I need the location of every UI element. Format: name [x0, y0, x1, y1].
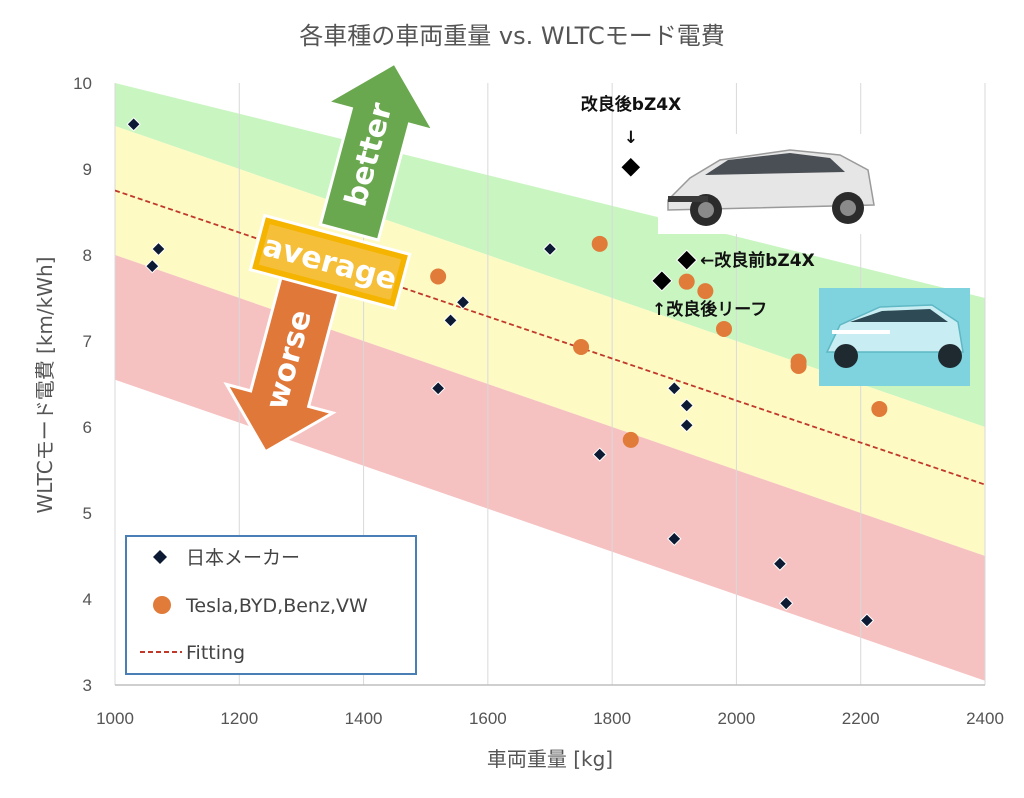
x-axis-title: 車両重量 [kg] [487, 747, 613, 771]
highlight-point [676, 249, 698, 271]
chart-title: 各車種の車両重量 vs. WLTCモード電費 [299, 22, 724, 50]
annotation-bz4x-after: 改良後bZ4X [581, 94, 681, 115]
y-tick-label: 9 [83, 160, 92, 179]
annotation-down-arrow: ↓ [624, 128, 638, 148]
annotation-leaf-after: ↑改良後リーフ [652, 299, 767, 320]
legend: 日本メーカー Tesla,BYD,Benz,VW Fitting [125, 535, 417, 675]
legend-circle-marker [153, 596, 171, 614]
highlighted-bz4x-leaf-points [620, 156, 698, 292]
foreign-point [678, 273, 695, 290]
worse-arrow: worse [223, 273, 342, 454]
x-tick-label: 1400 [345, 709, 383, 728]
leaf-car-image [819, 288, 970, 386]
legend-item-japan: 日本メーカー [153, 547, 300, 569]
japan-point [667, 531, 682, 547]
series-japan-makers [126, 117, 875, 628]
foreign-point [591, 235, 608, 252]
highlight-point [651, 270, 673, 292]
japan-point [859, 613, 875, 628]
y-tick-label: 4 [83, 590, 92, 609]
highlight-point [620, 156, 642, 178]
annotation-bz4x-before: ←改良前bZ4X [700, 250, 815, 271]
x-tick-label: 2000 [718, 709, 756, 728]
japan-point [455, 295, 471, 310]
legend-label-fitting: Fitting [186, 642, 245, 664]
foreign-point [790, 357, 807, 374]
x-tick-label: 1800 [593, 709, 631, 728]
japan-point [126, 117, 141, 132]
y-axis-title: WLTCモード電費 [km/kWh] [33, 257, 57, 514]
foreign-point [430, 268, 447, 285]
legend-label-japan: 日本メーカー [186, 547, 300, 569]
x-axis-ticks: 1000 1200 1400 1600 1800 2000 2200 2400 [96, 709, 1004, 728]
y-axis-ticks: 3 4 5 6 7 8 9 10 [73, 74, 92, 695]
legend-item-fitting: Fitting [140, 642, 245, 664]
y-tick-label: 3 [83, 676, 92, 695]
x-tick-label: 2400 [966, 709, 1004, 728]
x-tick-label: 1200 [220, 709, 258, 728]
x-tick-label: 2200 [842, 709, 880, 728]
japan-point [443, 313, 458, 328]
japan-point [667, 381, 682, 396]
legend-diamond-marker [153, 550, 167, 564]
bz4x-car-image [658, 134, 878, 234]
legend-item-foreign: Tesla,BYD,Benz,VW [153, 595, 368, 617]
japan-point [145, 258, 160, 274]
y-tick-label: 10 [73, 74, 92, 93]
y-tick-label: 6 [83, 418, 92, 437]
japan-point [151, 241, 166, 257]
japan-point [430, 381, 446, 396]
foreign-point [622, 431, 639, 448]
japan-point [592, 447, 607, 462]
x-tick-label: 1000 [96, 709, 134, 728]
foreign-point [573, 339, 590, 356]
japan-point [778, 596, 794, 611]
x-tick-label: 1600 [469, 709, 507, 728]
legend-label-foreign: Tesla,BYD,Benz,VW [185, 595, 368, 617]
foreign-point [716, 320, 732, 337]
series-foreign-makers [430, 235, 888, 448]
y-tick-label: 7 [83, 332, 92, 351]
foreign-point [697, 283, 714, 300]
japan-point [772, 556, 788, 571]
y-tick-label: 8 [83, 246, 92, 265]
foreign-point [871, 400, 888, 417]
band-worse [115, 255, 985, 681]
better-arrow: better [318, 61, 437, 242]
japan-point [679, 398, 694, 413]
japan-point [542, 241, 558, 257]
y-tick-label: 5 [83, 504, 92, 523]
japan-point [679, 418, 694, 433]
